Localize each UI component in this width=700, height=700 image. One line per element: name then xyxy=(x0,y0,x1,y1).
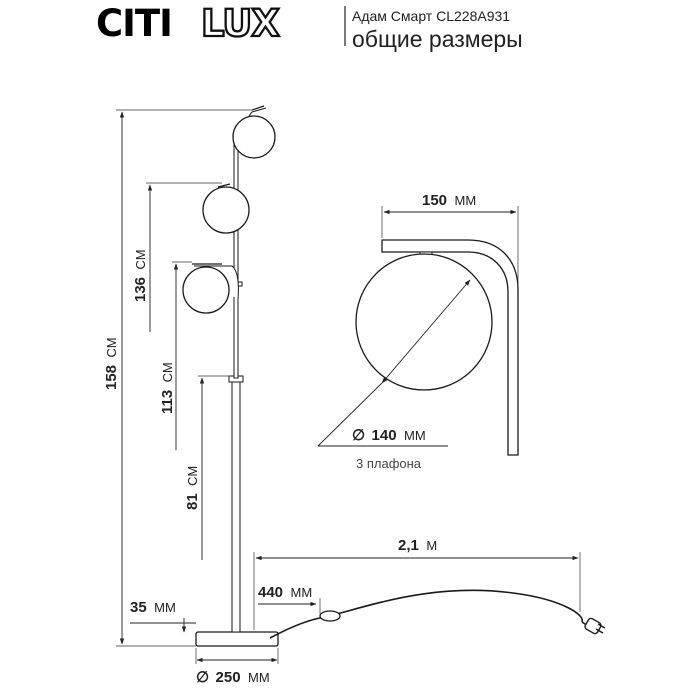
shade-detail-drawing xyxy=(355,239,519,456)
base-diameter-symbol: ∅ xyxy=(196,669,209,686)
cable-switch xyxy=(319,610,341,622)
detail-arm xyxy=(381,239,519,456)
dim-base-diameter: ∅ 250 ММ xyxy=(195,648,279,686)
brand-logo-bold: CITI xyxy=(96,2,172,45)
svg-text:81 СМ: 81 СМ xyxy=(184,466,201,510)
dim-overall-height: 158 СМ xyxy=(103,109,252,647)
power-cable xyxy=(269,589,583,639)
cable-length-unit: М xyxy=(426,538,437,553)
dim-cable-length: 2,1 М xyxy=(253,537,581,630)
shade-diameter-symbol: ∅ xyxy=(352,427,365,444)
cable-length-value: 2,1 xyxy=(398,537,419,554)
lower-height-unit: СМ xyxy=(185,466,200,486)
shade-count-note: 3 плафона xyxy=(356,456,422,471)
svg-text:136 СМ: 136 СМ xyxy=(132,249,149,302)
dim-lower-height: 81 СМ xyxy=(184,375,230,560)
dim-top-shade-height: 136 СМ xyxy=(132,182,222,332)
lamp-pole-upper xyxy=(233,139,239,379)
detail-shade-globe xyxy=(355,253,493,391)
switch-distance-value: 440 xyxy=(258,584,283,601)
page-subtitle: общие размеры xyxy=(352,26,523,52)
base-height-value: 35 xyxy=(130,599,147,616)
svg-text:∅ 250 ММ: ∅ 250 ММ xyxy=(196,669,270,686)
dim-middle-shade-height: 113 СМ xyxy=(159,261,192,450)
lamp-shade-middle xyxy=(202,186,250,234)
svg-text:∅ 140 ММ: ∅ 140 ММ xyxy=(352,427,426,444)
base-diameter-value: 250 xyxy=(216,669,241,686)
dim-base-height: 35 ММ xyxy=(130,599,196,633)
arm-width-value: 150 xyxy=(422,192,447,209)
lamp-shade-lower xyxy=(182,266,230,314)
top-shade-height-value: 136 xyxy=(132,277,149,302)
base-diameter-unit: ММ xyxy=(248,670,270,685)
svg-text:2,1 М: 2,1 М xyxy=(398,537,437,554)
shade-diameter-unit: ММ xyxy=(404,428,426,443)
top-shade-height-unit: СМ xyxy=(133,249,148,269)
svg-text:158 СМ: 158 СМ xyxy=(103,337,120,390)
shade-diameter-value: 140 xyxy=(372,427,397,444)
model-name: Адам Смарт CL228A931 xyxy=(352,8,510,24)
plug-icon xyxy=(581,617,606,635)
switch-distance-unit: ММ xyxy=(290,585,312,600)
svg-text:440 ММ: 440 ММ xyxy=(258,584,312,601)
lamp-shade-top xyxy=(232,115,276,159)
dim-switch-distance: 440 ММ xyxy=(258,584,321,614)
lamp-pole-lower xyxy=(231,377,241,633)
svg-text:150 ММ: 150 ММ xyxy=(422,192,476,209)
overall-height-unit: СМ xyxy=(104,337,119,357)
dim-arm-width: 150 ММ xyxy=(381,192,519,286)
dim-shade-diameter: ∅ 140 ММ 3 плафона xyxy=(317,279,471,471)
middle-shade-height-unit: СМ xyxy=(160,362,175,382)
base-height-unit: ММ xyxy=(154,600,176,615)
middle-shade-height-value: 113 xyxy=(159,390,176,414)
overall-height-value: 158 xyxy=(103,365,120,390)
svg-text:113 СМ: 113 СМ xyxy=(159,362,176,414)
lamp-base xyxy=(195,631,279,647)
brand-logo: CITI LUX xyxy=(96,1,281,46)
svg-text:35 ММ: 35 ММ xyxy=(130,599,176,616)
lower-height-value: 81 xyxy=(184,493,201,510)
brand-logo-outline: LUX xyxy=(201,2,279,45)
floor-lamp-drawing xyxy=(182,105,279,647)
arm-width-unit: ММ xyxy=(454,193,476,208)
